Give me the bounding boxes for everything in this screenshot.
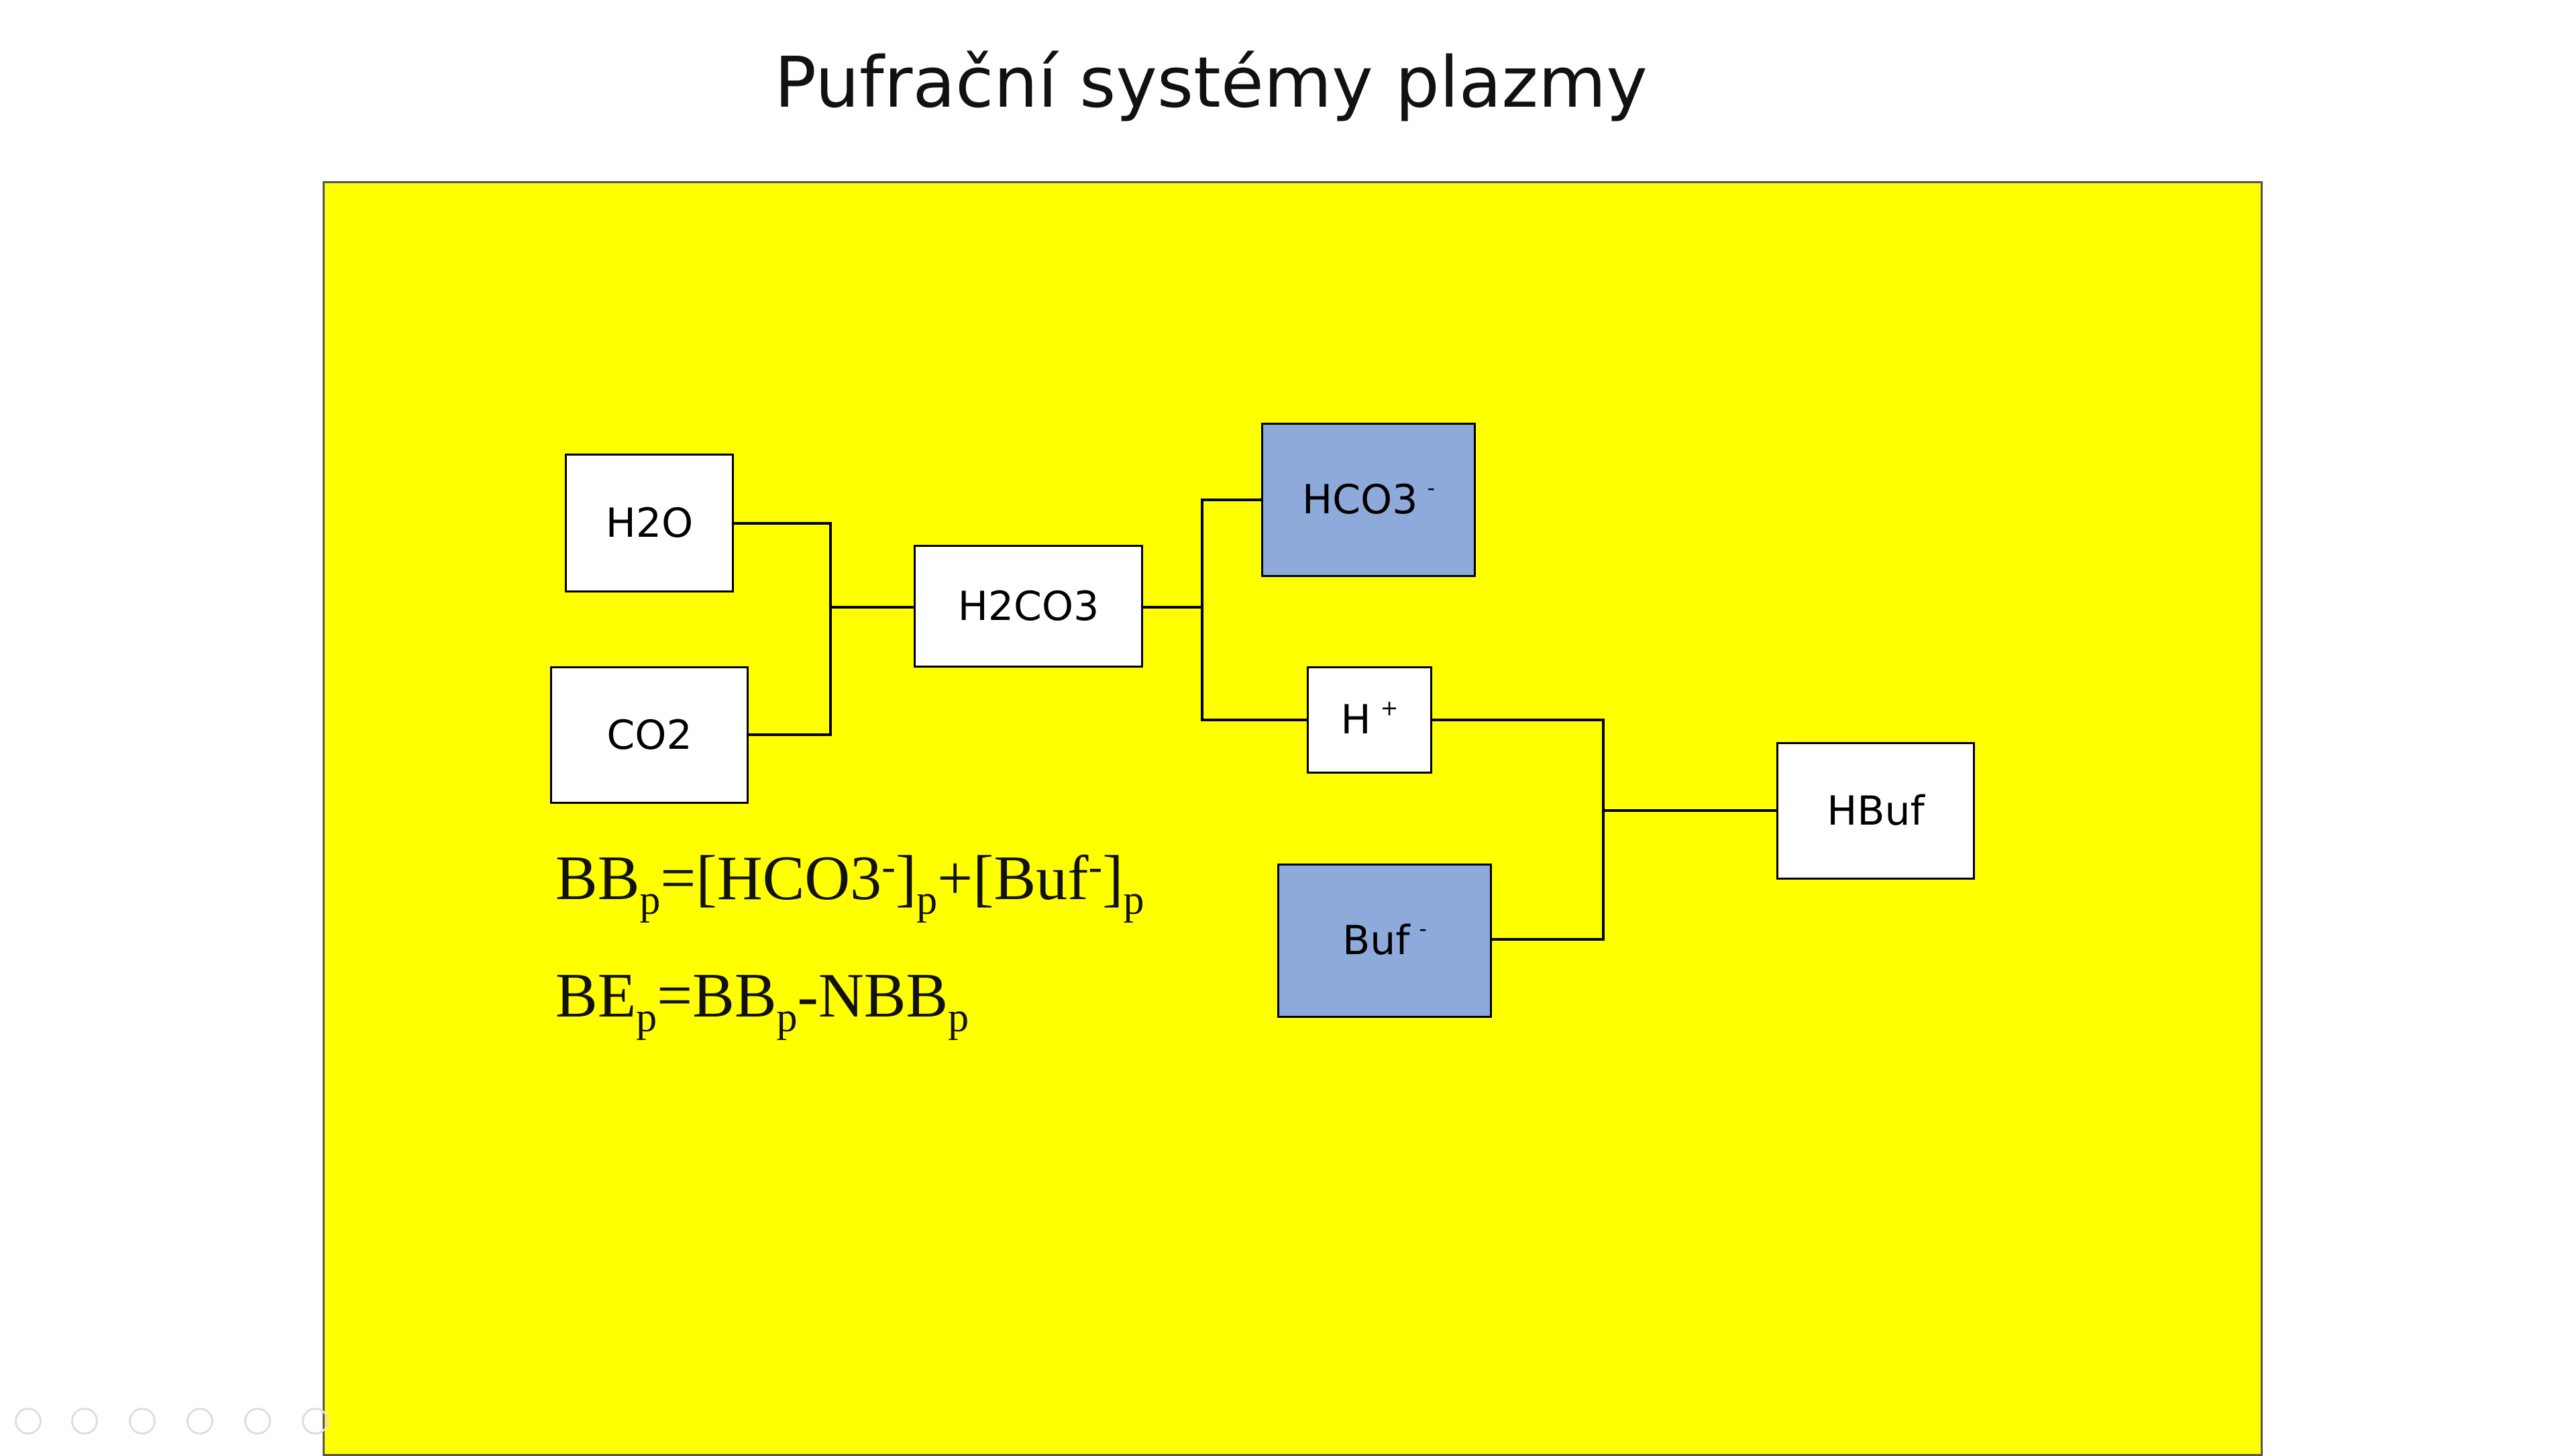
formula-base-excess: BEp=BBp-NBBp bbox=[555, 959, 969, 1042]
node-hbuf: HBuf bbox=[1776, 742, 1975, 880]
formula-bb-hco3-sub: p bbox=[916, 877, 938, 923]
next-icon[interactable] bbox=[71, 1408, 98, 1435]
node-buf: Buf- bbox=[1277, 864, 1492, 1018]
connector-h2o-h2co3 bbox=[733, 522, 915, 609]
node-buf-label: Buf bbox=[1342, 917, 1410, 964]
node-h2co3: H2CO3 bbox=[914, 545, 1143, 668]
connector-h2co3-hco3 bbox=[1142, 499, 1263, 609]
connector-hplus-hbuf bbox=[1431, 719, 1778, 812]
node-hco3-label: HCO3 bbox=[1302, 476, 1418, 523]
connector-co2-h2co3 bbox=[747, 607, 832, 736]
connector-h2co3-hplus bbox=[1201, 607, 1308, 721]
node-hplus-label: H bbox=[1340, 696, 1371, 743]
formula-bb-hco3: =[HCO3 bbox=[660, 843, 882, 913]
node-hco3: HCO3- bbox=[1261, 423, 1476, 577]
pen-icon[interactable] bbox=[129, 1408, 156, 1435]
slides-icon[interactable] bbox=[186, 1408, 213, 1435]
formula-bb-buf-charge: - bbox=[1088, 844, 1103, 890]
formula-be-nbb-sub: p bbox=[948, 994, 969, 1041]
more-icon[interactable] bbox=[302, 1408, 329, 1435]
formula-be-nbb: -NBB bbox=[797, 961, 949, 1031]
formula-be-term: BE bbox=[555, 961, 637, 1031]
node-buf-charge: - bbox=[1419, 916, 1427, 941]
node-hplus-charge: + bbox=[1380, 695, 1399, 721]
formula-bb-bracket: ] bbox=[895, 843, 917, 913]
formula-bb-sub: p bbox=[639, 877, 661, 923]
formula-bb-buf-sub: p bbox=[1123, 877, 1144, 923]
node-h2o: H2O bbox=[565, 454, 734, 592]
node-co2: CO2 bbox=[550, 666, 749, 804]
node-h2o-label: H2O bbox=[605, 499, 694, 547]
formula-bb-hco3-charge: - bbox=[881, 844, 896, 890]
formula-be-sub: p bbox=[636, 994, 657, 1041]
formula-buffer-base: BBp=[HCO3-]p+[Buf-]p bbox=[555, 842, 1144, 925]
node-hco3-charge: - bbox=[1427, 475, 1435, 501]
formula-be-bb-sub: p bbox=[776, 994, 798, 1041]
node-hbuf-label: HBuf bbox=[1827, 787, 1925, 835]
previous-icon[interactable] bbox=[15, 1408, 42, 1435]
slide-title: Pufrační systémy plazmy bbox=[774, 42, 1648, 123]
node-co2-label: CO2 bbox=[606, 711, 692, 759]
formula-bb-bracket-2: ] bbox=[1102, 843, 1124, 913]
formula-be-bb: =BB bbox=[657, 961, 777, 1031]
node-h2co3-label: H2CO3 bbox=[957, 582, 1099, 630]
formula-bb-term: BB bbox=[555, 843, 640, 913]
connector-buf-hbuf bbox=[1491, 811, 1605, 941]
formula-bb-buf: +[Buf bbox=[937, 843, 1089, 913]
zoom-icon[interactable] bbox=[244, 1408, 271, 1435]
node-hplus: H+ bbox=[1307, 666, 1432, 774]
